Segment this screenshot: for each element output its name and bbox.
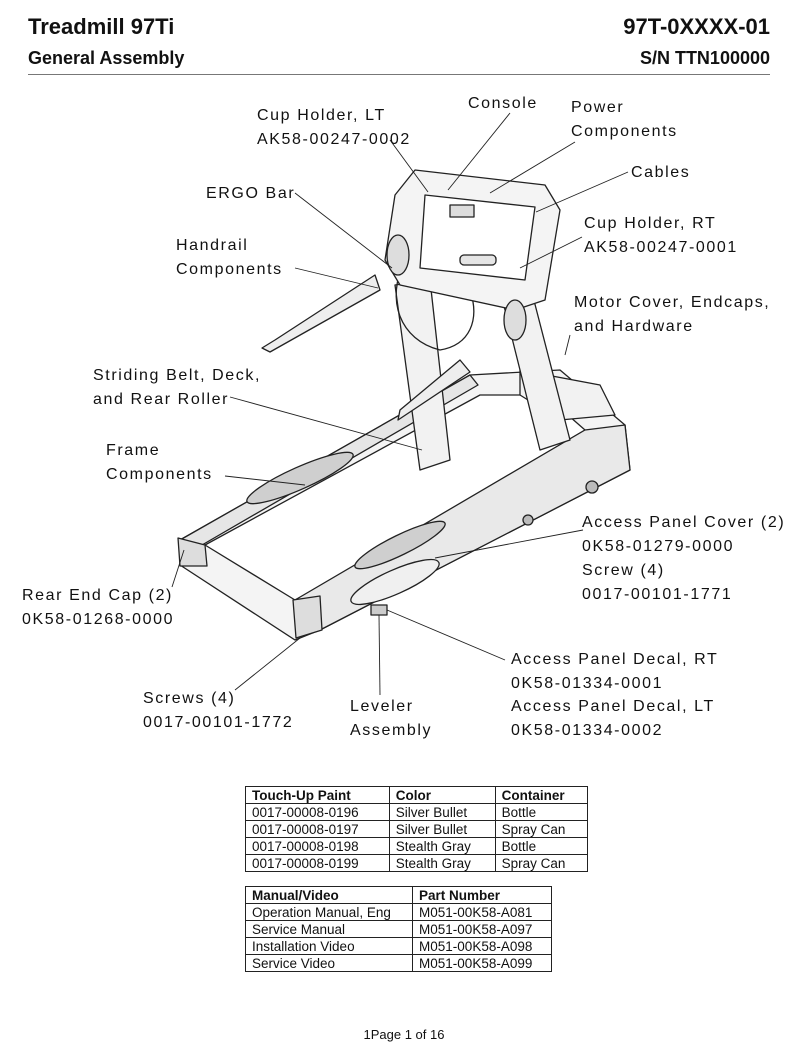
label-motor-cover-line1: Motor Cover, Endcaps, xyxy=(574,294,770,311)
table-cell: M051-00K58-A081 xyxy=(412,903,552,921)
label-leveler-line1: Leveler xyxy=(350,698,414,715)
table-cell: 0017-00008-0198 xyxy=(245,837,390,855)
table-cell: Bottle xyxy=(494,837,589,855)
treadmill-drawing xyxy=(177,169,631,641)
label-striding-belt-line1: Striding Belt, Deck, xyxy=(93,367,261,384)
table-cell: Service Manual xyxy=(244,920,414,938)
table-cell: Bottle xyxy=(494,803,589,821)
table-cell: 0017-00008-0199 xyxy=(245,854,390,872)
label-cables: Cables xyxy=(631,164,690,181)
touch-up-paint-table: Touch-Up Paint Color Container 0017-0000… xyxy=(245,786,589,872)
label-power-components-line2: Components xyxy=(571,123,678,140)
column-header: Touch-Up Paint xyxy=(245,786,390,804)
table-cell: 0017-00008-0197 xyxy=(245,820,390,838)
table-row: 0017-00008-0199 Stealth Gray Spray Can xyxy=(245,854,589,872)
table-cell: Silver Bullet xyxy=(388,820,496,838)
document-title: Treadmill 97Ti xyxy=(28,14,175,39)
serial-number: S/N TTN100000 xyxy=(639,48,770,68)
table-row: 0017-00008-0196 Silver Bullet Bottle xyxy=(245,803,589,821)
label-frame-line1: Frame xyxy=(106,442,160,459)
table-row: Service Manual M051-00K58-A097 xyxy=(244,920,552,938)
table-row: Operation Manual, Eng M051-00K58-A081 xyxy=(244,903,552,921)
label-screws-name: Screws (4) xyxy=(143,690,235,707)
label-access-panel-decal-lt-part: 0K58-01334-0002 xyxy=(511,722,663,739)
treadmill-assembly-diagram: Cup Holder, LT AK58-00247-0002 Console P… xyxy=(22,95,785,739)
document-subtitle: General Assembly xyxy=(28,48,185,68)
label-handrail-line2: Components xyxy=(176,261,283,278)
label-ergo-bar: ERGO Bar xyxy=(206,185,295,202)
column-header: Part Number xyxy=(412,886,552,904)
table-header-row: Touch-Up Paint Color Container xyxy=(245,786,589,804)
label-cup-holder-rt-part: AK58-00247-0001 xyxy=(584,239,738,256)
table-row: 0017-00008-0197 Silver Bullet Spray Can xyxy=(245,820,589,838)
callout-labels: Cup Holder, LT AK58-00247-0002 Console P… xyxy=(22,95,785,739)
label-cup-holder-rt-name: Cup Holder, RT xyxy=(584,215,716,232)
table-header-row: Manual/Video Part Number xyxy=(244,886,552,904)
column-header: Color xyxy=(388,786,496,804)
table-cell: Stealth Gray xyxy=(388,837,496,855)
table-cell: 0017-00008-0196 xyxy=(245,803,390,821)
column-header: Container xyxy=(494,786,589,804)
label-screw-part: 0017-00101-1771 xyxy=(582,586,732,603)
table-cell: M051-00K58-A098 xyxy=(412,937,552,955)
table-row: Service Video M051-00K58-A099 xyxy=(244,954,552,972)
label-cup-holder-lt-part: AK58-00247-0002 xyxy=(257,131,411,148)
table-cell: Service Video xyxy=(244,954,414,972)
table-cell: M051-00K58-A097 xyxy=(412,920,552,938)
header-rule xyxy=(28,74,770,75)
model-number: 97T-0XXXX-01 xyxy=(623,14,770,39)
table-row: 0017-00008-0198 Stealth Gray Bottle xyxy=(245,837,589,855)
label-handrail-line1: Handrail xyxy=(176,237,248,254)
label-power-components-line1: Power xyxy=(571,99,624,116)
label-screws-part: 0017-00101-1772 xyxy=(143,714,293,731)
label-access-panel-decal-rt-part: 0K58-01334-0001 xyxy=(511,675,663,692)
table-cell: Installation Video xyxy=(244,937,414,955)
table-cell: Spray Can xyxy=(494,820,589,838)
table-cell: M051-00K58-A099 xyxy=(412,954,552,972)
label-screw-name: Screw (4) xyxy=(582,562,665,579)
label-rear-end-cap-name: Rear End Cap (2) xyxy=(22,587,173,604)
table-cell: Operation Manual, Eng xyxy=(244,903,414,921)
leader-lines xyxy=(171,112,629,696)
label-access-panel-decal-lt-name: Access Panel Decal, LT xyxy=(511,698,715,715)
table-cell: Spray Can xyxy=(494,854,589,872)
table-cell: Stealth Gray xyxy=(388,854,496,872)
label-access-panel-cover-part: 0K58-01279-0000 xyxy=(582,538,734,555)
label-access-panel-cover-name: Access Panel Cover (2) xyxy=(582,514,785,531)
column-header: Manual/Video xyxy=(244,886,414,904)
manual-video-table: Manual/Video Part Number Operation Manua… xyxy=(244,886,552,972)
page-footer: 1Page 1 of 16 xyxy=(363,1027,445,1042)
table-cell: Silver Bullet xyxy=(388,803,496,821)
label-frame-line2: Components xyxy=(106,466,213,483)
label-cup-holder-lt-name: Cup Holder, LT xyxy=(257,107,386,124)
label-rear-end-cap-part: 0K58-01268-0000 xyxy=(22,611,174,628)
label-console: Console xyxy=(468,95,538,112)
label-striding-belt-line2: and Rear Roller xyxy=(93,391,229,408)
table-row: Installation Video M051-00K58-A098 xyxy=(244,937,552,955)
label-access-panel-decal-rt-name: Access Panel Decal, RT xyxy=(511,651,718,668)
label-leveler-line2: Assembly xyxy=(350,722,432,739)
label-motor-cover-line2: and Hardware xyxy=(574,318,694,335)
